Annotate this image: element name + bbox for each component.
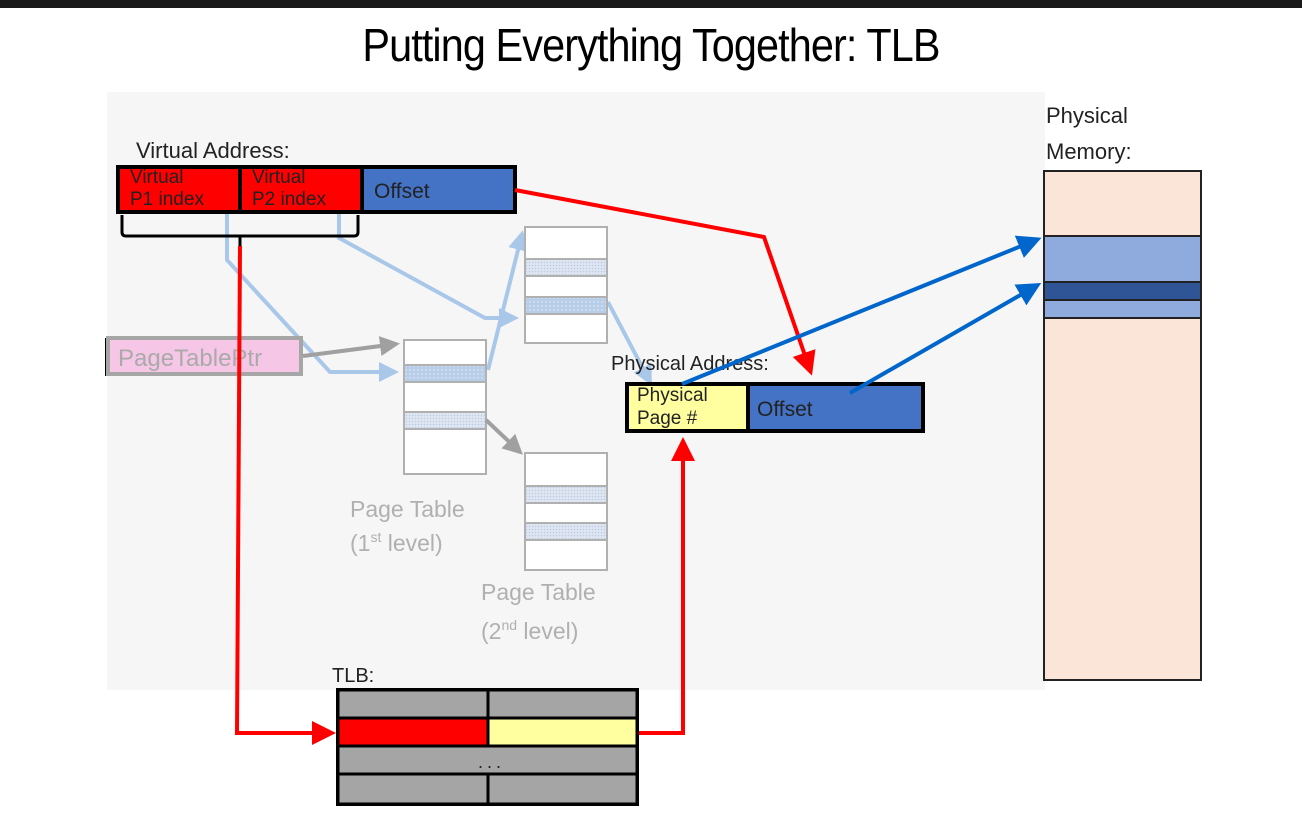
ptr-to-pt1-arrow: [302, 336, 400, 358]
page-table-1-level: (1st level): [350, 529, 443, 556]
tlb-ellipsis: ...: [478, 752, 505, 772]
pt1-entry-active: [403, 364, 487, 383]
index-to-tlb-arrow: [234, 245, 336, 745]
page-table-ptr: PageTablePtr: [105, 336, 303, 376]
physical-memory-label-2: Memory:: [1046, 139, 1132, 164]
page-table-2-upper: [524, 226, 608, 344]
p2-walk-arrow: [337, 212, 519, 328]
pt1-to-pt2b-arrow: [484, 418, 523, 455]
pt2-entry-active: [524, 296, 608, 315]
page-table-1-label: Page Table: [350, 496, 465, 522]
memory-target: [1043, 281, 1202, 301]
pt2-to-phys-arrow: [606, 301, 652, 386]
page-table-2-lower: [524, 452, 608, 571]
offset-to-memory-arrow: [849, 283, 1042, 395]
tlb: ...: [336, 688, 639, 806]
ppn-line2: Page #: [637, 408, 698, 429]
p1-index-line2: P1 index: [130, 189, 204, 210]
ppn-to-memory-arrow: [681, 235, 1042, 386]
physical-memory-label-1: Physical: [1046, 103, 1128, 128]
p2-index-line2: P2 index: [252, 189, 326, 210]
ppn-line1: Physical: [637, 385, 708, 406]
tlb-label: TLB:: [332, 665, 374, 687]
page-table-2-label: Page Table: [481, 579, 596, 605]
slide-title: Putting Everything Together: TLB: [362, 19, 940, 71]
physical-address-label: Physical Address:: [611, 353, 769, 375]
virtual-address-label: Virtual Address:: [136, 138, 290, 163]
offset-to-offset-arrow: [514, 188, 816, 376]
va-offset-label: Offset: [374, 180, 430, 203]
p1-index-line1: Virtual: [130, 167, 184, 188]
top-bar: [0, 0, 1302, 8]
page-table-1: [403, 339, 487, 475]
tlb-hit-tag: [336, 716, 490, 748]
page-table-2-level: (2nd level): [481, 617, 578, 644]
pt1-to-pt2-arrow: [486, 230, 528, 371]
physical-address: Physical Page # Offset: [625, 382, 925, 433]
tlb-to-ppn-arrow: [637, 437, 695, 735]
p2-index-line1: Virtual: [252, 167, 306, 188]
virtual-address: Virtual P1 index Virtual P2 index Offset: [116, 165, 517, 214]
index-bracket: [120, 215, 360, 246]
pa-offset-label: Offset: [757, 398, 813, 421]
tlb-hit-ppn: [486, 716, 639, 748]
pt1-entry: [403, 411, 487, 430]
memory-page: [1043, 235, 1202, 319]
physical-memory: [1043, 170, 1202, 681]
